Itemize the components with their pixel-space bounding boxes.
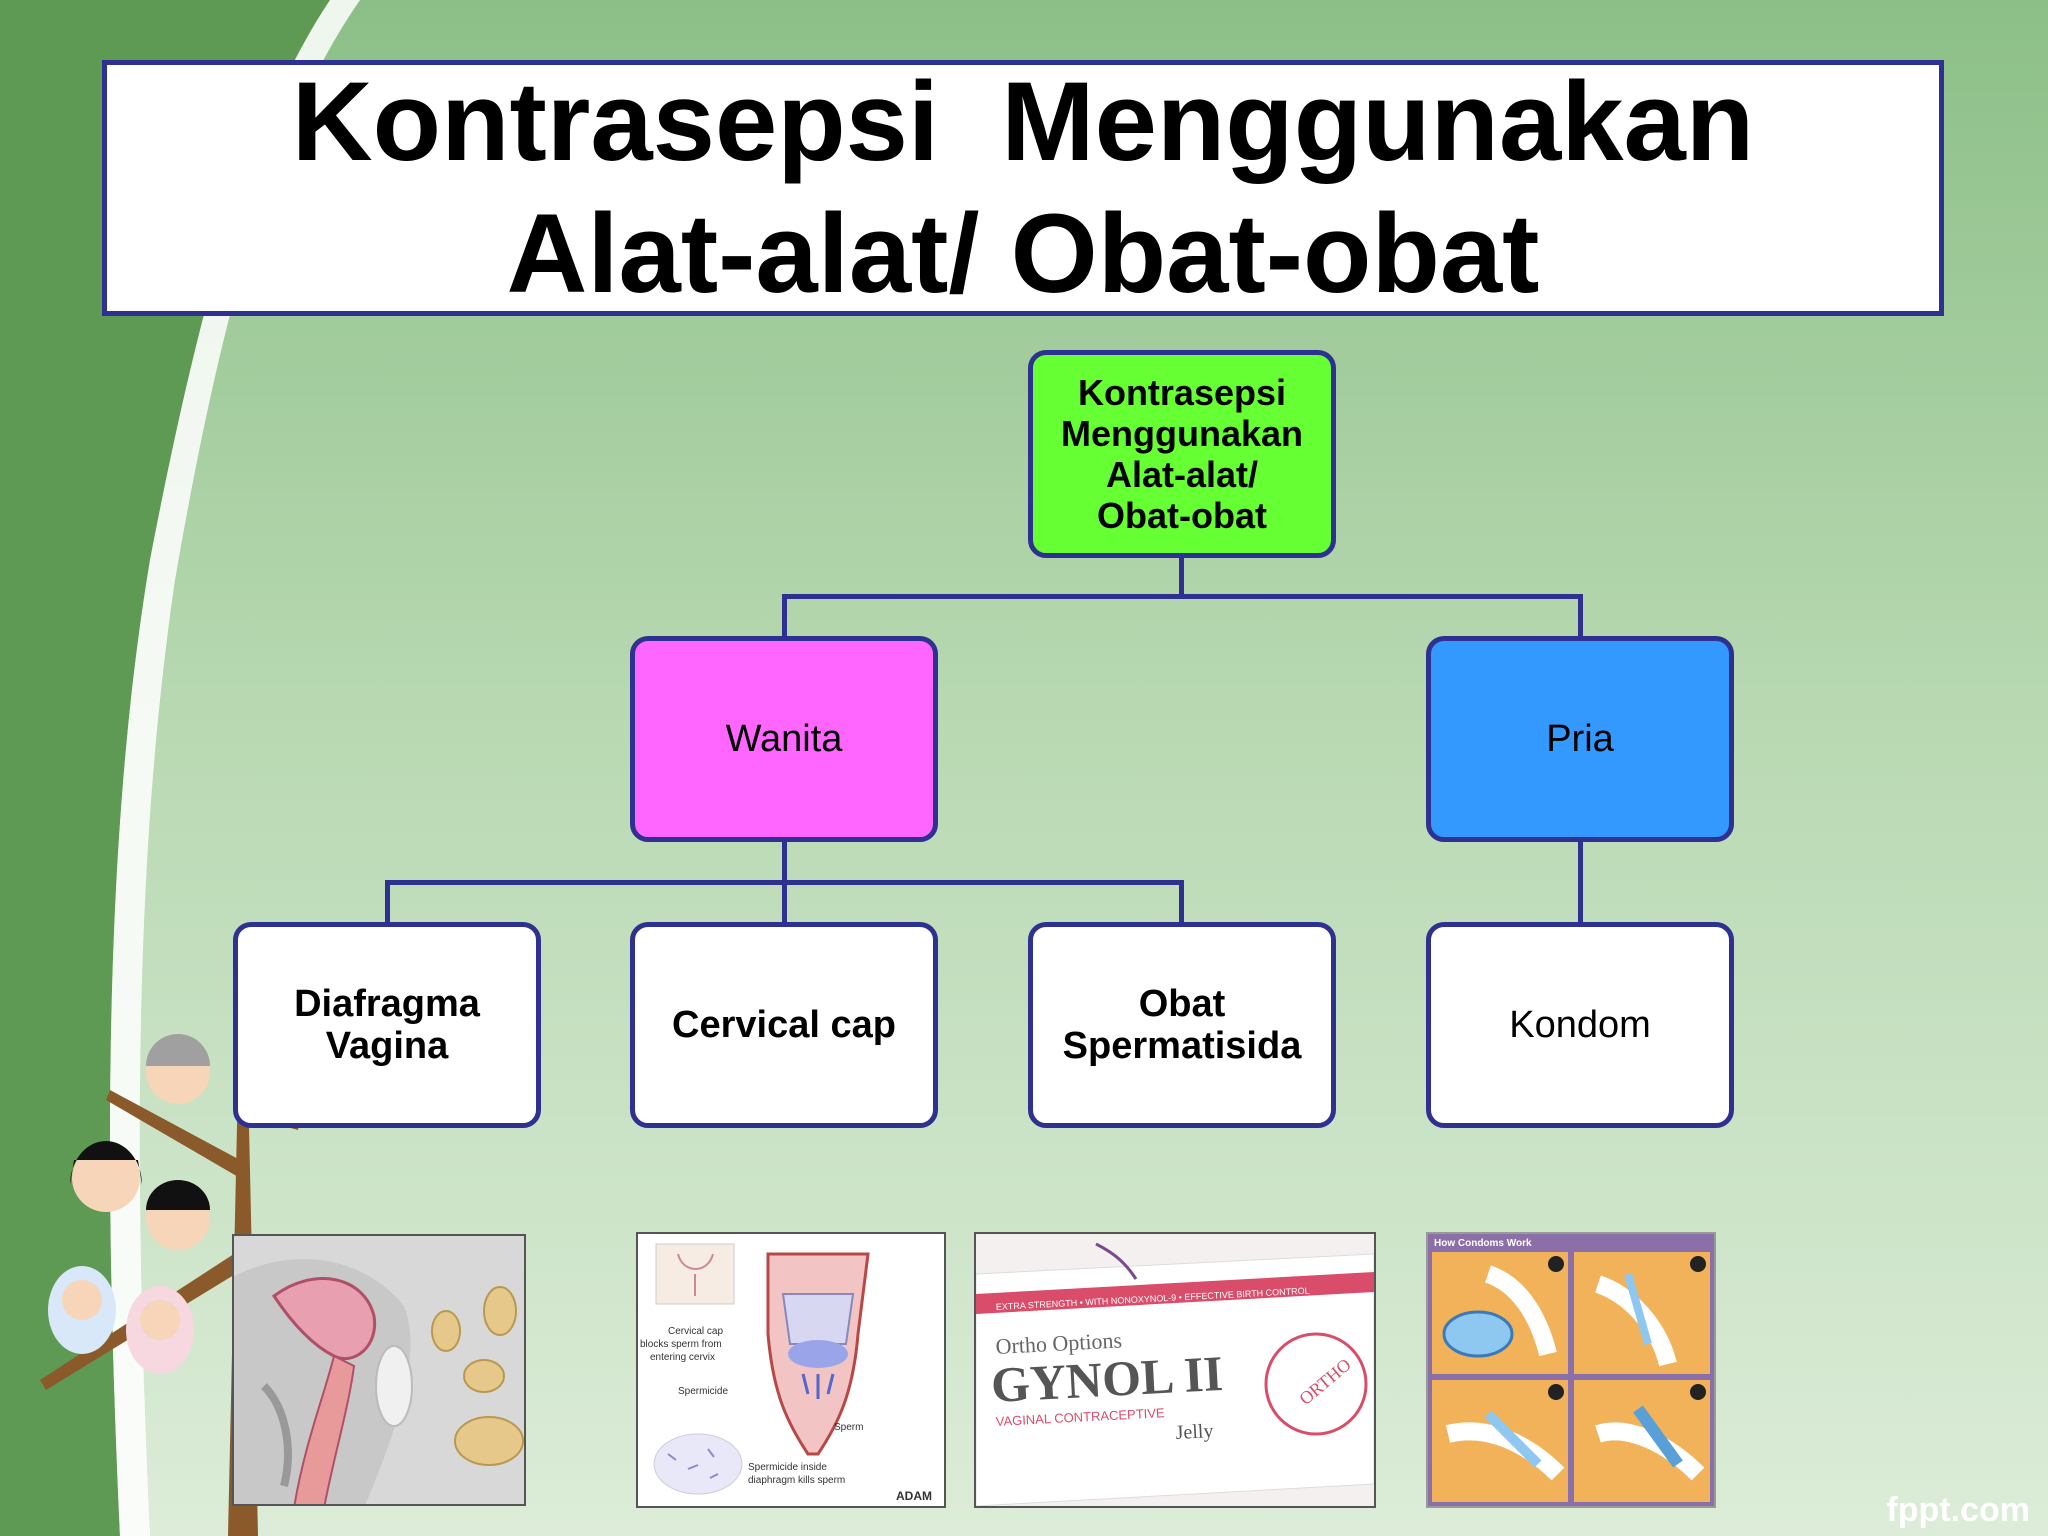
connector-wanita-horizontal: [385, 880, 1184, 885]
connector-pria-down: [1578, 840, 1583, 926]
cervical-diagram-label-2: blocks sperm from: [640, 1339, 722, 1350]
pria-label: Pria: [1546, 718, 1614, 760]
title-line-1: Kontrasepsi Menggunakan: [291, 59, 1755, 184]
gynol-name: GYNOL II: [990, 1345, 1225, 1413]
connector-to-obat: [1179, 880, 1184, 924]
diaphragm-photo: [232, 1234, 526, 1506]
diafragma-label-1: Diafragma: [294, 983, 480, 1025]
root-label-1: Kontrasepsi: [1077, 372, 1287, 413]
connector-to-pria: [1578, 594, 1583, 638]
cervical-diagram-label-3: entering cervix: [650, 1352, 715, 1363]
connector-to-diafragma: [385, 880, 390, 924]
connector-root-down: [1179, 556, 1184, 598]
gynol-jelly: Jelly: [1175, 1420, 1214, 1444]
root-label-4: Obat-obat: [1097, 495, 1267, 536]
node-diafragma-vagina: Diafragma Vagina: [233, 922, 541, 1128]
cervical-label: Cervical cap: [672, 1004, 896, 1046]
condom-steps-header: How Condoms Work: [1434, 1238, 1532, 1249]
wanita-label: Wanita: [725, 718, 843, 760]
node-root: Kontrasepsi Menggunakan Alat-alat/ Obat-…: [1028, 350, 1336, 558]
root-label-2: Menggunakan: [1060, 413, 1303, 454]
connector-to-wanita: [782, 594, 787, 638]
title-line-2: Alat-alat/ Obat-obat: [506, 191, 1540, 316]
kondom-label: Kondom: [1509, 1004, 1651, 1046]
obat-label-1: Obat: [1138, 983, 1226, 1025]
condom-steps-photo: How Condoms Work: [1426, 1232, 1716, 1508]
connector-root-horizontal: [782, 594, 1583, 599]
cervical-cap-diagram: Cervical cap blocks sperm from entering …: [636, 1232, 946, 1508]
title-box: Kontrasepsi Menggunakan Alat-alat/ Obat-…: [102, 59, 1944, 316]
node-kondom: Kondom: [1426, 922, 1734, 1128]
cervical-diagram-label-4: Spermicide: [678, 1386, 728, 1397]
diafragma-label-2: Vagina: [325, 1025, 449, 1067]
node-pria: Pria: [1426, 636, 1734, 842]
root-label-3: Alat-alat/: [1105, 454, 1259, 495]
obat-label-2: Spermatisida: [1062, 1025, 1302, 1067]
gynol-box-photo: EXTRA STRENGTH • WITH NONOXYNOL-9 • EFFE…: [974, 1232, 1376, 1508]
fppt-watermark: fppt.com: [1886, 1491, 2030, 1529]
cervical-diagram-label-5: Sperm: [834, 1422, 863, 1433]
node-obat-spermatisida: Obat Spermatisida: [1028, 922, 1336, 1128]
node-wanita: Wanita: [630, 636, 938, 842]
cervical-diagram-label-6: Spermicide inside: [748, 1462, 827, 1473]
adam-logo: ADAM: [896, 1489, 932, 1503]
cervical-diagram-label-1: Cervical cap: [668, 1326, 723, 1337]
cervical-diagram-label-7: diaphragm kills sperm: [748, 1475, 845, 1486]
node-cervical-cap: Cervical cap: [630, 922, 938, 1128]
